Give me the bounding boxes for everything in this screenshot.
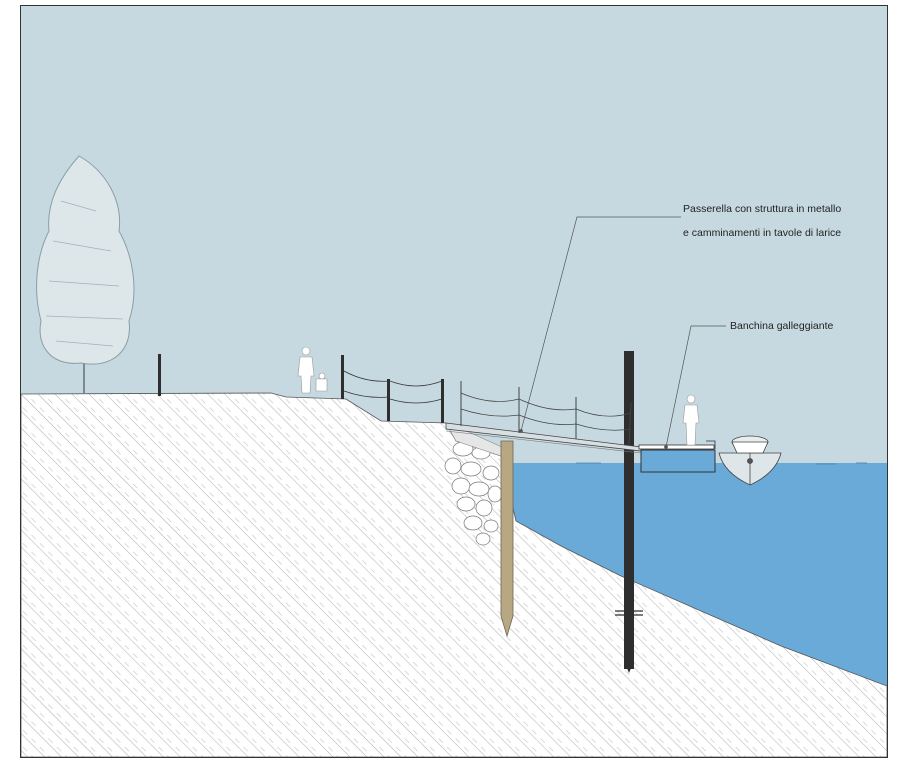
- fence-post: [387, 379, 390, 421]
- floating-dock-label: Banchina galleggiante: [730, 320, 834, 332]
- floating-dock-deck: [638, 444, 715, 450]
- walkway-label-line2: e camminamenti in tavole di larice: [683, 227, 842, 239]
- dog-icon: [315, 372, 328, 392]
- tree-icon: [36, 155, 135, 393]
- person-icon: [297, 346, 315, 394]
- cross-section-diagram: [21, 6, 887, 757]
- section-drawing-frame: Passerella con struttura in metallo e ca…: [20, 5, 888, 758]
- person-icon: [682, 394, 700, 446]
- walkway-under: [445, 430, 642, 454]
- fence-post-left: [158, 354, 161, 396]
- water-surface-marks: [576, 462, 867, 465]
- rope-fence: [343, 370, 443, 404]
- timber-pile: [500, 440, 514, 638]
- walkway-railing: [460, 381, 632, 446]
- steel-pile-tip: [624, 661, 634, 673]
- annotation-leaders: [519, 216, 726, 449]
- fence-post: [441, 379, 444, 423]
- boat-icon: [718, 435, 782, 486]
- steel-guide-pile: [624, 351, 634, 669]
- walkway-label-line1: Passerella con struttura in metallo: [683, 203, 842, 215]
- floating-dock-float: [640, 449, 716, 473]
- dock-hinge: [706, 440, 716, 449]
- ground-section: [21, 392, 887, 757]
- fence-post: [341, 355, 344, 399]
